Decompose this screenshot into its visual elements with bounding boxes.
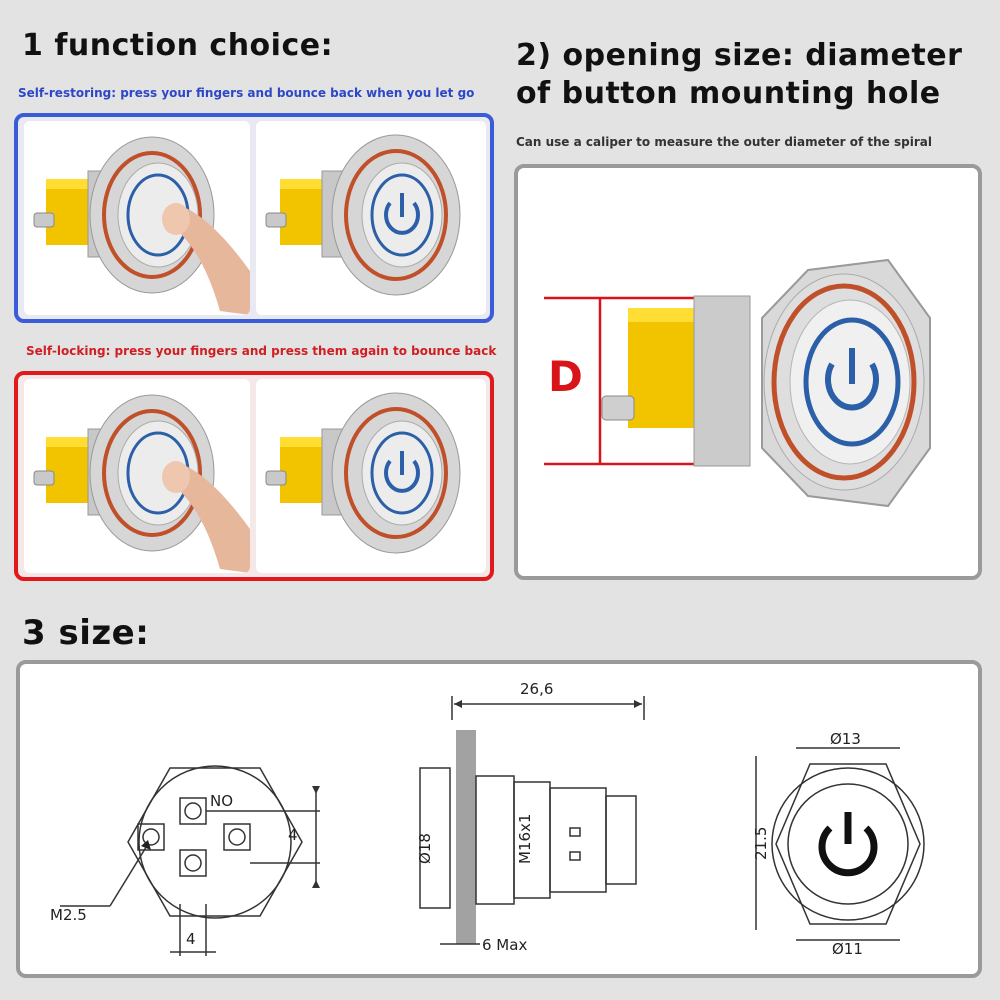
height-label: 21.5: [752, 827, 770, 860]
released-button-illustration: [265, 134, 461, 296]
dimension-drawing-panel: 4 4 M2.5 NO 26,6 Ø18 M16x1 6 Max: [16, 660, 982, 978]
self-restoring-pressed-photo: [24, 121, 250, 315]
front-view-drawing: Ø13 21.5 Ø11: [752, 730, 925, 958]
diameter-18-label: Ø18: [416, 833, 434, 864]
thread-label: M16x1: [516, 814, 534, 864]
self-locking-frame: [14, 371, 494, 581]
function-choice-title: 1 function choice:: [22, 28, 334, 63]
caliper-caption: Can use a caliper to measure the outer d…: [516, 135, 932, 149]
pressed-button-illustration: [33, 136, 250, 315]
self-locking-pressed-photo: [24, 379, 250, 573]
top-diameter-label: Ø13: [830, 730, 861, 748]
pressed-button-illustration: [33, 394, 250, 573]
panel-thickness-label: 6 Max: [482, 936, 527, 954]
released-button-illustration: [265, 392, 461, 554]
terminal-label: NO: [210, 792, 233, 810]
self-restoring-frame: [14, 113, 494, 323]
self-locking-released-photo: [256, 379, 486, 573]
self-locking-caption: Self-locking: press your fingers and pre…: [26, 344, 497, 358]
self-restoring-released-photo: [256, 121, 486, 315]
side-view-drawing: 26,6 Ø18 M16x1 6 Max: [416, 680, 645, 954]
length-label: 26,6: [520, 680, 553, 698]
opening-size-title-line2: of button mounting hole: [516, 76, 941, 111]
rear-view-drawing: 4 4 M2.5 NO: [50, 765, 320, 956]
mounting-hole-panel: D: [514, 164, 982, 580]
spacing-horizontal-label: 4: [186, 930, 196, 948]
diameter-label: D: [548, 352, 583, 401]
spacing-vertical-label: 4: [288, 826, 298, 844]
opening-size-title-line1: 2) opening size: diameter: [516, 38, 963, 73]
self-restoring-caption: Self-restoring: press your fingers and b…: [18, 86, 475, 100]
mounting-hole-illustration: [544, 258, 931, 508]
screw-size-label: M2.5: [50, 906, 87, 924]
bottom-diameter-label: Ø11: [832, 940, 863, 958]
size-title: 3 size:: [22, 613, 150, 653]
